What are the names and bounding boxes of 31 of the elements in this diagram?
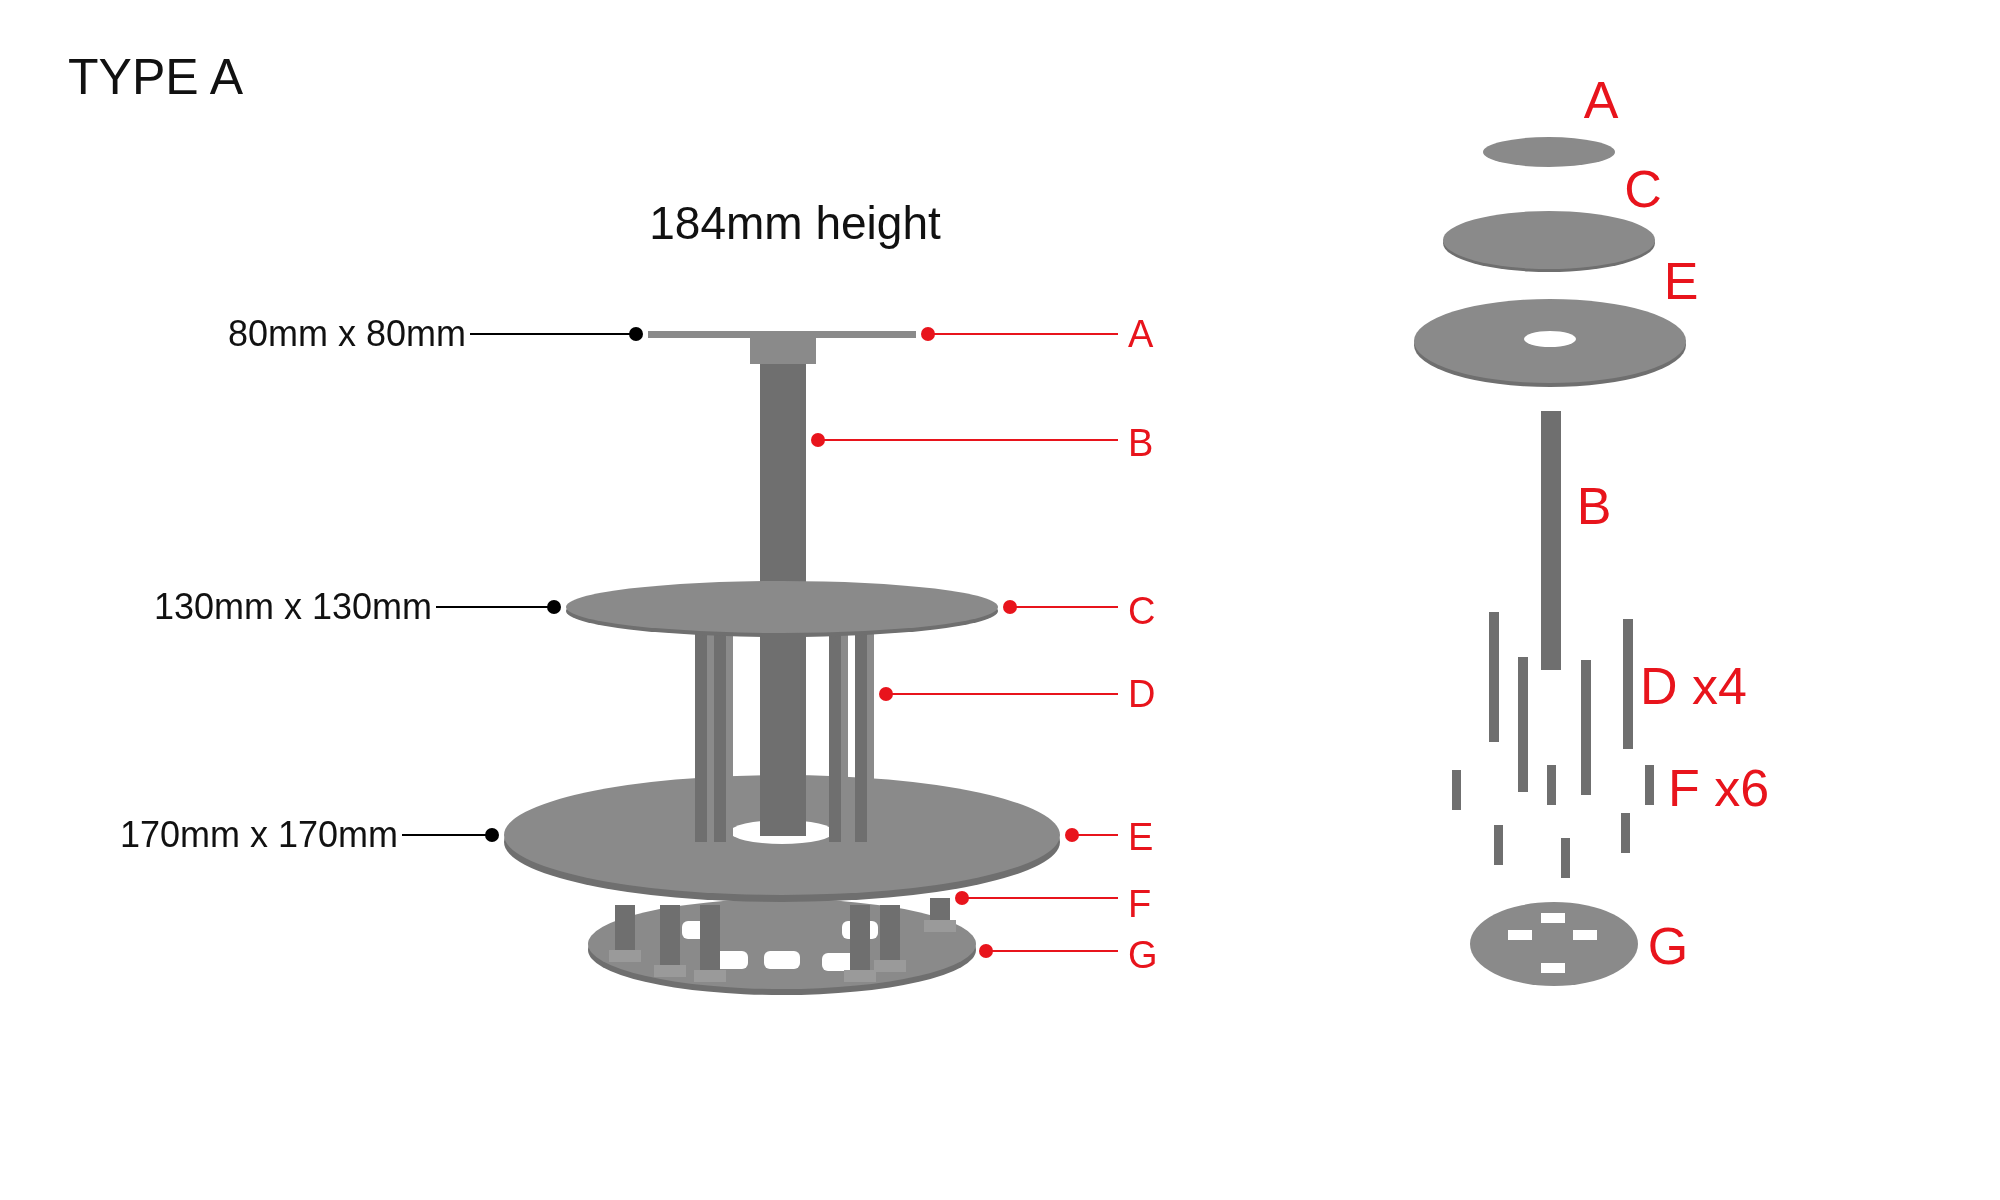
callout-letter: E	[1128, 818, 1154, 856]
callout-letter: G	[1128, 936, 1158, 974]
leader-line	[401, 828, 499, 842]
leader-line	[435, 600, 561, 614]
callout-letter: D	[1128, 675, 1156, 713]
title: TYPE A	[68, 52, 244, 102]
part-letter: D x4	[1640, 660, 1747, 712]
feet-drawing	[609, 898, 956, 982]
leader-line	[979, 944, 1119, 958]
dimension-label: 80mm x 80mm	[227, 316, 466, 352]
callout-letter: B	[1128, 424, 1154, 462]
leader-line	[811, 433, 1119, 447]
callout-letter: A	[1128, 315, 1154, 353]
leader-line	[879, 687, 1119, 701]
callout-letter: C	[1128, 592, 1156, 630]
top-plate-drawing	[648, 331, 916, 338]
leader-line	[1065, 828, 1119, 842]
leader-line	[921, 327, 1119, 341]
leader-line	[955, 891, 1119, 905]
part-letter: A	[1583, 74, 1619, 126]
part-letter: G	[1647, 920, 1689, 972]
part-letter: E	[1663, 255, 1699, 307]
dimension-label: 130mm x 130mm	[153, 589, 432, 625]
part-letter: F x6	[1668, 762, 1770, 814]
dimension-label: 170mm x 170mm	[119, 817, 398, 853]
callout-letter: F	[1128, 885, 1152, 923]
leader-line	[469, 327, 643, 341]
part-letter: C	[1624, 163, 1662, 215]
leader-line	[1003, 600, 1119, 614]
part-letter: B	[1576, 480, 1612, 532]
middle-plate-drawing	[566, 581, 998, 637]
